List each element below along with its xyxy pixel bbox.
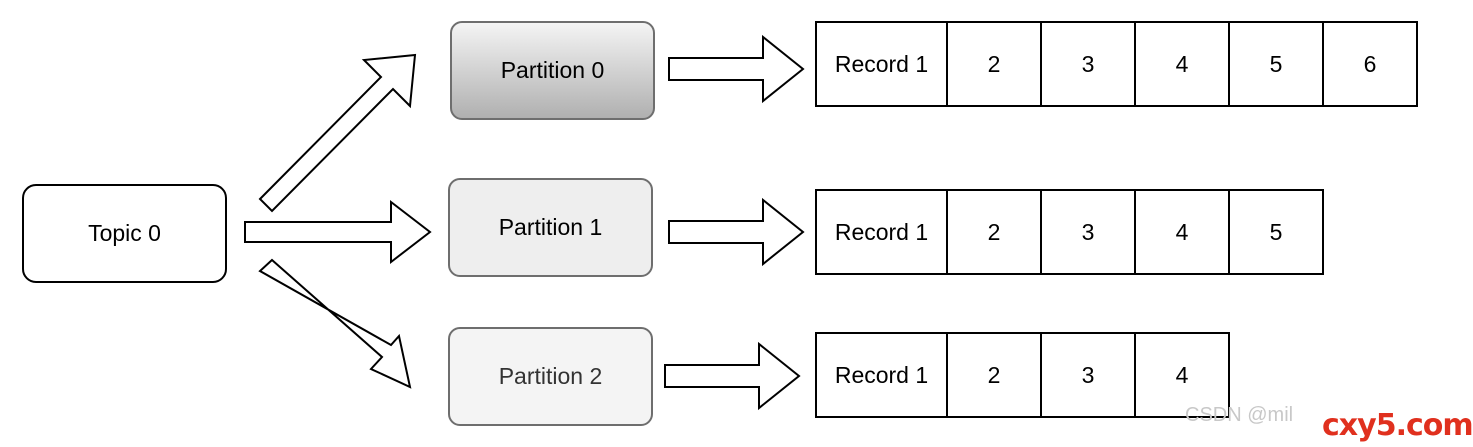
record-cell: 3 xyxy=(1040,21,1136,107)
partition-2-box: Partition 2 xyxy=(448,327,653,426)
topic-box: Topic 0 xyxy=(22,184,227,283)
arrow-partition-2-to-records xyxy=(664,341,801,411)
record-cell: 4 xyxy=(1134,21,1230,107)
arrows-layer xyxy=(244,34,805,411)
record-cell: 4 xyxy=(1134,189,1230,275)
record-cell: 4 xyxy=(1134,332,1230,418)
record-cell: 2 xyxy=(946,21,1042,107)
record-cell: 5 xyxy=(1228,21,1324,107)
partition-0-label: Partition 0 xyxy=(500,57,605,83)
arrow-topic-to-partition-1 xyxy=(244,199,432,265)
partition-1-label: Partition 1 xyxy=(498,214,603,240)
record-cell: Record 1 xyxy=(815,332,948,418)
partition-2-label: Partition 2 xyxy=(498,363,603,389)
record-cell: 2 xyxy=(946,189,1042,275)
arrow-partition-0-to-records xyxy=(668,34,805,104)
arrow-partition-1-to-records xyxy=(668,197,805,267)
record-cell: Record 1 xyxy=(815,21,948,107)
record-cell: 3 xyxy=(1040,332,1136,418)
watermark-text: CSDN @mil xyxy=(1185,404,1294,426)
arrow-topic-to-partition-0 xyxy=(258,53,417,213)
record-cell: 6 xyxy=(1322,21,1418,107)
record-cell: 2 xyxy=(946,332,1042,418)
partition-0-box: Partition 0 xyxy=(450,21,655,120)
arrow-topic-to-partition-2 xyxy=(258,258,412,389)
record-cell: 3 xyxy=(1040,189,1136,275)
watermark-brand: cxy5.com xyxy=(1322,408,1473,443)
record-cell: 5 xyxy=(1228,189,1324,275)
topic-label: Topic 0 xyxy=(88,220,161,246)
partition-1-box: Partition 1 xyxy=(448,178,653,277)
record-cell: Record 1 xyxy=(815,189,948,275)
